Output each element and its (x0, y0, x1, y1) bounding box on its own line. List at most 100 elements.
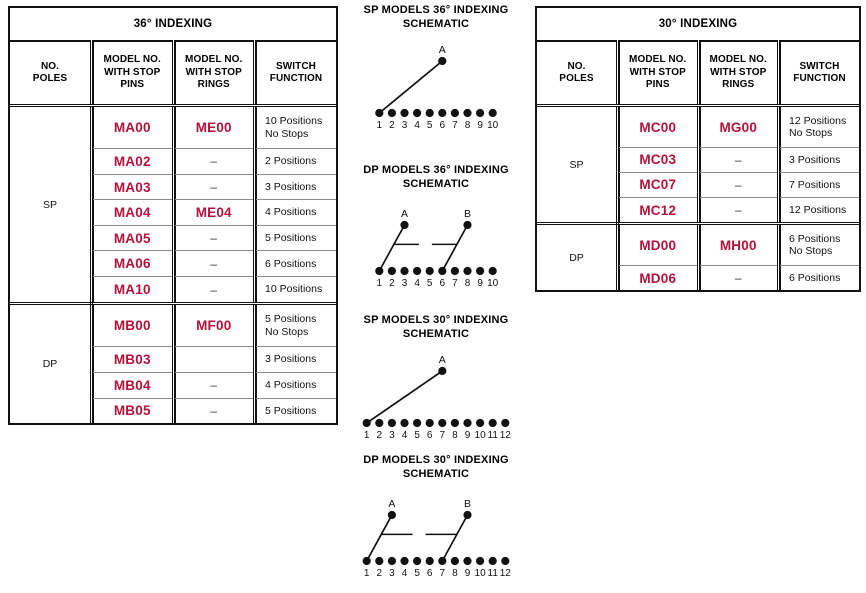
svg-text:5: 5 (427, 278, 433, 289)
poles-group-label: DP (10, 303, 93, 423)
model-no-stop-pins: MA03 (90, 174, 173, 201)
switch-function: 12 Positions (777, 197, 859, 226)
svg-text:12: 12 (500, 568, 512, 579)
svg-text:11: 11 (488, 430, 499, 441)
model-no-stop-rings: – (171, 148, 255, 175)
svg-text:2: 2 (377, 568, 383, 579)
svg-text:6: 6 (440, 120, 446, 131)
model-no-stop-pins: MA06 (90, 250, 173, 278)
svg-text:4: 4 (414, 120, 420, 131)
svg-text:5: 5 (427, 120, 433, 131)
svg-text:7: 7 (452, 120, 458, 131)
svg-text:3: 3 (402, 120, 408, 131)
svg-text:9: 9 (465, 568, 471, 579)
model-no-stop-pins: MB00 (90, 303, 173, 348)
model-no-stop-rings: MH00 (696, 223, 779, 267)
table-row: MA03–3 Positions (10, 174, 336, 201)
svg-text:10: 10 (475, 568, 487, 579)
model-no-stop-rings: – (696, 197, 779, 226)
model-no-stop-pins: MA05 (90, 225, 173, 252)
model-no-stop-pins: MB03 (90, 346, 173, 373)
svg-text:1: 1 (377, 120, 383, 131)
model-no-stop-rings: – (171, 372, 255, 399)
model-no-stop-pins: MA00 (90, 105, 173, 150)
model-no-stop-rings: – (696, 265, 779, 290)
svg-text:3: 3 (389, 430, 395, 441)
model-no-stop-rings: – (696, 172, 779, 198)
model-no-stop-rings: – (696, 147, 779, 173)
poles-group-label: SP (10, 105, 93, 306)
svg-text:6: 6 (427, 430, 433, 441)
table-row: MA10–10 Positions (10, 276, 336, 306)
switch-function: 4 Positions (253, 372, 336, 399)
svg-text:2: 2 (389, 120, 395, 131)
svg-text:9: 9 (465, 430, 471, 441)
model-no-stop-rings: – (171, 250, 255, 278)
svg-text:10: 10 (475, 430, 487, 441)
model-no-stop-rings: – (171, 398, 255, 423)
table-title: 30° INDEXING (537, 8, 859, 42)
model-no-stop-pins: MA04 (90, 199, 173, 226)
table-row: MD06–6 Positions (537, 265, 859, 290)
switch-function: 7 Positions (777, 172, 859, 198)
table-row: MA06–6 Positions (10, 250, 336, 278)
svg-text:6: 6 (440, 278, 446, 289)
svg-text:10: 10 (487, 278, 499, 289)
svg-text:A: A (439, 44, 446, 56)
model-no-stop-pins: MD06 (616, 265, 698, 290)
svg-text:3: 3 (389, 568, 395, 579)
model-no-stop-pins: MC07 (616, 172, 698, 198)
model-no-stop-rings: – (171, 225, 255, 252)
svg-text:B: B (464, 208, 471, 220)
table-row: MC07–7 Positions (537, 172, 859, 198)
svg-text:1: 1 (364, 568, 370, 579)
column-header-no-poles: NO.POLES (537, 41, 618, 107)
model-no-stop-pins: MD00 (616, 223, 698, 267)
svg-text:7: 7 (452, 278, 458, 289)
table-row: MC12–12 Positions (537, 197, 859, 226)
model-no-stop-pins: MC00 (616, 105, 698, 149)
svg-text:5: 5 (414, 430, 420, 441)
switch-function: 2 Positions (253, 148, 336, 175)
svg-text:3: 3 (402, 278, 408, 289)
model-no-stop-rings (171, 346, 255, 373)
switch-function: 3 Positions (253, 346, 336, 373)
switch-function: 3 Positions (253, 174, 336, 201)
switch-function: 10 Positions (253, 276, 336, 306)
svg-text:12: 12 (500, 430, 512, 441)
svg-text:7: 7 (440, 568, 446, 579)
model-no-stop-pins: MA02 (90, 148, 173, 175)
table-title: 36° INDEXING (10, 8, 336, 42)
poles-group-label: DP (537, 223, 619, 290)
switch-function: 3 Positions (777, 147, 859, 173)
svg-text:7: 7 (440, 430, 446, 441)
table-row: MB05–5 Positions (10, 398, 336, 423)
svg-text:11: 11 (488, 568, 499, 579)
svg-text:8: 8 (452, 430, 458, 441)
switch-function: 4 Positions (253, 199, 336, 226)
svg-text:4: 4 (414, 278, 420, 289)
svg-text:4: 4 (402, 430, 408, 441)
